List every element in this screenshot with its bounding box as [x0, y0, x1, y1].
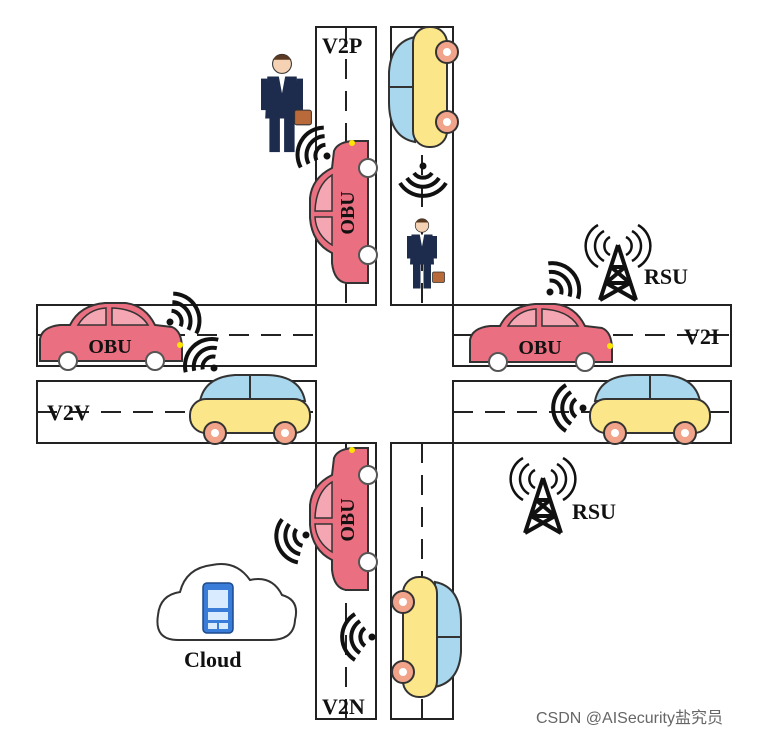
wifi-signal-icon: [551, 383, 589, 433]
rsu-label-bottom: RSU: [572, 499, 616, 524]
rsu-tower-icon: [508, 456, 578, 535]
svg-text:OBU: OBU: [518, 337, 561, 359]
v2n-label: V2N: [322, 694, 365, 719]
rsu-tower-icon: [583, 223, 653, 302]
pedestrian-businessman: [260, 53, 312, 153]
yellow-car-right: [589, 374, 711, 445]
v2v-label: V2V: [47, 400, 90, 425]
yellow-car-left: [189, 374, 311, 445]
cloud-device-icon: [202, 582, 234, 634]
v2p-label: V2P: [322, 33, 362, 58]
yellow-car-top: [388, 26, 459, 148]
rsu-label-top: RSU: [644, 264, 688, 289]
cloud-icon: [156, 563, 298, 641]
svg-text:OBU: OBU: [88, 336, 131, 358]
svg-text:OBU: OBU: [337, 498, 359, 541]
watermark: CSDN @AISecurity盐究员: [536, 709, 723, 727]
wifi-signal-icon: [340, 612, 378, 662]
pedestrian-businessman-small: [406, 218, 445, 289]
red-car-obu-left: OBU: [39, 302, 184, 371]
red-car-obu-top: OBU: [309, 139, 378, 284]
v2i-label: V2I: [684, 324, 719, 349]
yellow-car-bottom: [391, 576, 462, 698]
cloud-label: Cloud: [184, 647, 241, 672]
red-car-obu-right: OBU: [469, 303, 614, 372]
svg-text:OBU: OBU: [337, 191, 359, 234]
red-car-obu-bottom: OBU: [309, 446, 378, 591]
